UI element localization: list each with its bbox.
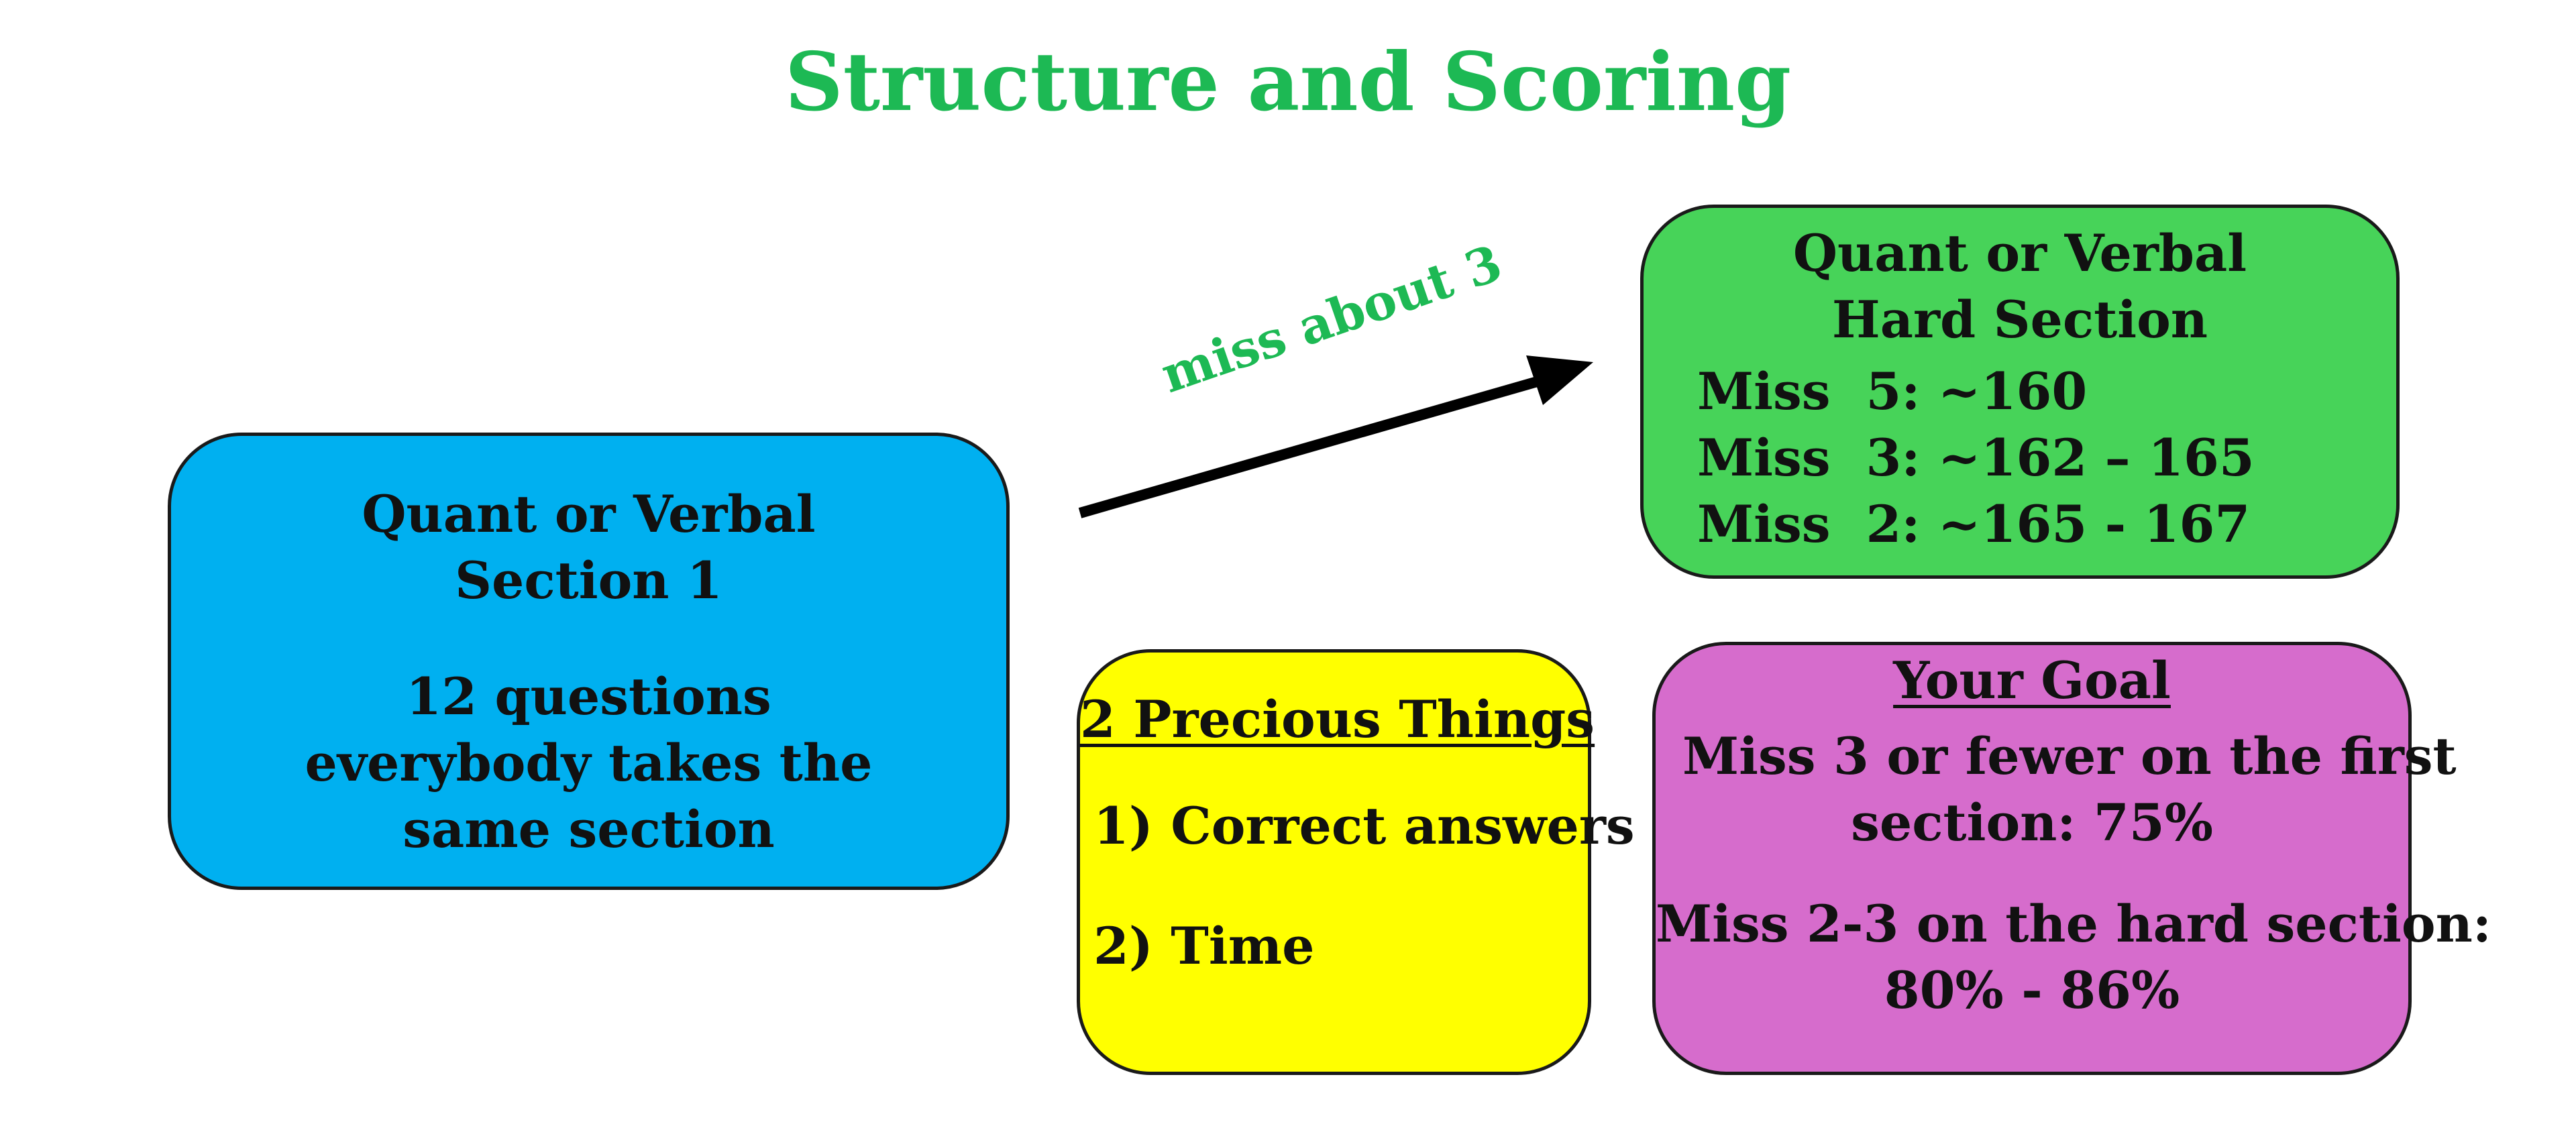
hard-section-row: Miss 2: ~165 - 167 [1697,494,2251,554]
section-1-box: Quant or Verbal Section 1 12 questions e… [168,433,1010,890]
section-1-body-line1: 12 questions [406,667,771,726]
goal-heading: Your Goal [1893,651,2171,710]
arrow-head [1526,355,1593,405]
precious-item: 1) Correct answers [1093,796,1635,856]
section-1-heading-line2: Section 1 [455,551,722,610]
section-1-heading-line1: Quant or Verbal [362,484,816,544]
goal-line3: Miss 2-3 on the hard section: [1656,894,2491,954]
arrow-line [1078,376,1542,518]
precious-item: 2) Time [1093,916,1315,976]
arrow-label: miss about 3 [1154,234,1509,405]
goal-line4: 80% - 86% [1884,960,2180,1020]
section-1-body-line3: same section [402,799,775,859]
precious-things-box: 2 Precious Things 1) Correct answers 2) … [1077,649,1635,1075]
section-1-body-line2: everybody takes the [305,733,873,793]
precious-things-heading: 2 Precious Things [1080,689,1595,749]
hard-section-heading-line1: Quant or Verbal [1792,223,2247,283]
goal-line2: section: 75% [1851,793,2213,852]
hard-section-box: Quant or Verbal Hard Section Miss 5: ~16… [1640,205,2400,579]
goal-line1: Miss 3 or fewer on the first [1682,726,2457,786]
goal-box: Your Goal Miss 3 or fewer on the first s… [1652,642,2491,1075]
hard-section-heading-line2: Hard Section [1831,290,2208,349]
hard-section-row: Miss 5: ~160 [1697,361,2088,421]
page-title: Structure and Scoring [784,35,1792,129]
hard-section-row: Miss 3: ~162 – 165 [1697,428,2255,488]
